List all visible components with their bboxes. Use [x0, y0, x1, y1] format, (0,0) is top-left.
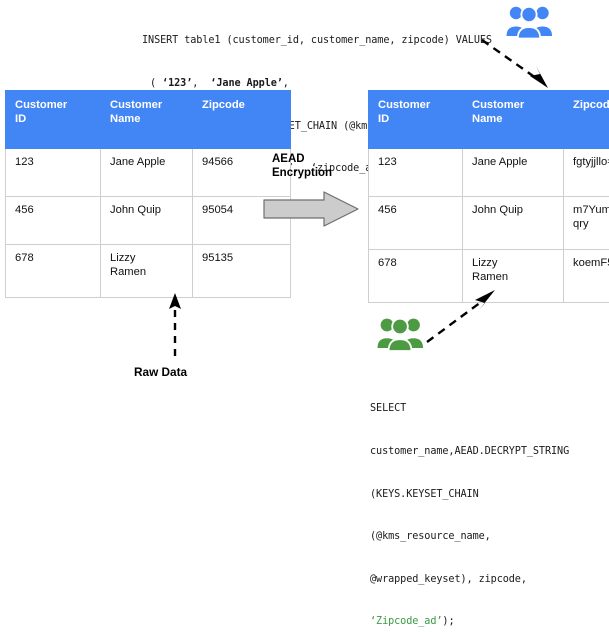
insert-line2-mid: ,	[192, 78, 210, 89]
cell-zipcode-encrypted: m7Yumuaw qry	[564, 197, 609, 250]
cell-zipcode-encrypted: koemF5ter=	[564, 250, 609, 303]
select-query-line-1: SELECT	[370, 402, 569, 416]
select-query-line-3: (KEYS.KEYSET_CHAIN	[370, 488, 569, 502]
cell-zipcode: 95135	[193, 245, 291, 298]
cell-customer-name: John Quip	[101, 197, 193, 245]
insert-literal-customer-name: ‘Jane Apple’	[210, 78, 282, 89]
header-text-line2: Name	[472, 113, 502, 125]
cell-customer-id: 123	[6, 149, 101, 197]
people-group-icon-green	[376, 313, 424, 353]
cell-zipcode-encrypted: fgtyjjllo=	[564, 149, 609, 197]
dashed-arrow-insert-to-table	[478, 36, 558, 90]
select-query-code: SELECT customer_name,AEAD.DECRYPT_STRING…	[370, 374, 569, 644]
insert-literal-customer-id: ‘123’	[162, 78, 192, 89]
insert-line2-suffix: ,	[283, 78, 289, 89]
cell-text-line1: Lizzy	[472, 257, 498, 269]
cell-text-line1: m7Yumuaw	[573, 204, 609, 216]
cell-customer-name: John Quip	[463, 197, 564, 250]
select-query-line-5: @wrapped_keyset), zipcode,	[370, 573, 569, 587]
select-line6-tail: );	[442, 616, 454, 627]
cell-text-line2: Ramen	[472, 271, 508, 283]
cell-text-line1: Lizzy	[110, 252, 136, 264]
header-text-line1: Customer	[15, 99, 67, 111]
select-literal-zipcode-ad: ‘Zipcode_ad’	[370, 616, 442, 627]
raw-data-label: Raw Data	[134, 365, 187, 379]
header-text-line1: Customer	[378, 99, 430, 111]
cell-customer-id: 456	[6, 197, 101, 245]
column-header-zipcode: Zipcode	[564, 91, 609, 149]
header-text-line1: Zipcode	[573, 99, 609, 111]
header-text-line2: Name	[110, 113, 140, 125]
insert-line2-prefix: (	[150, 78, 162, 89]
header-text-line1: Zipcode	[202, 99, 245, 111]
select-query-line-6: ‘Zipcode_ad’);	[370, 615, 569, 629]
table-row: 123 Jane Apple 94566	[6, 149, 291, 197]
cell-customer-name: Jane Apple	[101, 149, 193, 197]
dashed-arrow-select-to-table	[425, 288, 501, 344]
cell-text-line2: qry	[573, 218, 589, 230]
aead-label-line1: AEAD	[272, 153, 305, 165]
column-header-zipcode: Zipcode	[193, 91, 291, 149]
table-row: 456 John Quip m7Yumuaw qry	[369, 197, 609, 250]
cell-customer-id: 456	[369, 197, 463, 250]
aead-encryption-label: AEAD Encryption	[272, 152, 332, 180]
people-group-icon-blue	[505, 2, 553, 40]
header-text-line2: ID	[15, 113, 26, 125]
insert-query-line-1: INSERT table1 (customer_id, customer_nam…	[142, 34, 492, 48]
select-query-line-4: (@kms_resource_name,	[370, 530, 569, 544]
dashed-arrow-raw-data	[158, 292, 192, 358]
aead-label-line2: Encryption	[272, 167, 332, 179]
select-query-line-2: customer_name,AEAD.DECRYPT_STRING	[370, 445, 569, 459]
cell-customer-id: 123	[369, 149, 463, 197]
table-row: 456 John Quip 95054	[6, 197, 291, 245]
header-text-line2: ID	[378, 113, 389, 125]
table-row: 123 Jane Apple fgtyjjllo=	[369, 149, 609, 197]
block-arrow-right-icon	[262, 190, 360, 228]
cell-text-line2: Ramen	[110, 266, 146, 278]
header-text-line1: Customer	[110, 99, 162, 111]
header-text-line1: Customer	[472, 99, 524, 111]
cell-customer-id: 678	[6, 245, 101, 298]
cell-customer-name: Jane Apple	[463, 149, 564, 197]
